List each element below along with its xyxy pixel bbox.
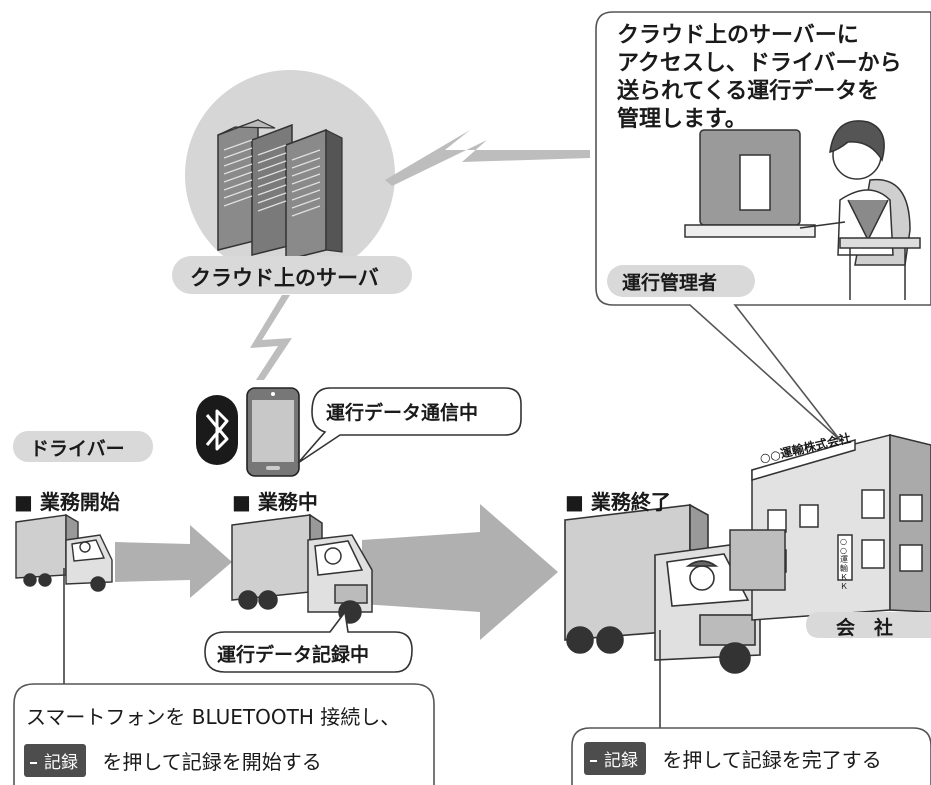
record-button[interactable]: 記録	[24, 744, 86, 777]
bluetooth-icon	[196, 395, 238, 465]
record-button-label: 記録	[44, 753, 78, 773]
admin-bubble-line: アクセスし、ドライバーから	[617, 51, 902, 76]
wireless-signal-icon	[250, 295, 292, 380]
smartphone-icon	[246, 387, 300, 477]
cloud-label-pill	[172, 256, 412, 294]
admin-bubble-text: クラウド上のサーバーに アクセスし、ドライバーから 送られてくる運行データを 管…	[617, 22, 901, 134]
office-building-icon	[729, 434, 931, 621]
admin-person-icon	[684, 120, 921, 300]
server-rack-icon	[217, 118, 343, 261]
record-button-label: 記録	[604, 751, 638, 771]
recording-bubble-label: 運行データ記録中	[217, 644, 370, 666]
cloud-label: クラウド上のサーバ	[190, 266, 379, 290]
admin-label-pill	[607, 265, 755, 297]
admin-bubble-line: 管理します。	[617, 107, 747, 132]
record-button[interactable]: 記録	[584, 742, 646, 775]
end-note-action: を押して記録を完了する	[662, 748, 882, 772]
admin-bubble-line: クラウド上のサーバーに	[617, 23, 859, 48]
stage-start-label: ■ 業務開始	[14, 490, 120, 514]
stage-middle-label: ■ 業務中	[232, 490, 318, 514]
company-label: 会 社	[836, 617, 894, 639]
truck-icon	[15, 513, 113, 592]
start-note-action: を押して記録を開始する	[102, 750, 322, 774]
admin-label: 運行管理者	[622, 272, 718, 294]
admin-bubble-line: 送られてくる運行データを	[617, 79, 880, 104]
company-pill	[806, 612, 931, 638]
phone-speech-bubble	[297, 387, 522, 464]
end-note-line: 記録 を押して記録を完了する	[584, 742, 882, 775]
stage-end-label: ■ 業務終了	[565, 490, 671, 514]
cloud-server	[185, 70, 395, 280]
phone-bubble-label: 運行データ通信中	[326, 402, 479, 424]
wireless-signal-icon	[385, 130, 590, 186]
progress-arrow-1	[115, 525, 232, 598]
driver-label-pill	[13, 431, 153, 462]
start-note-box	[13, 683, 435, 785]
progress-arrow-2	[362, 504, 558, 640]
building-plate: ○○運輸ＫＫ	[840, 537, 848, 591]
recording-speech-bubble	[204, 609, 413, 673]
start-note-line1: スマートフォンを BLUETOOTH 接続し、	[26, 705, 401, 729]
driver-label: ドライバー	[30, 438, 125, 460]
end-note-box	[571, 727, 931, 785]
truck-icon	[231, 513, 373, 624]
start-note-line2: 記録 を押して記録を開始する	[24, 744, 322, 777]
